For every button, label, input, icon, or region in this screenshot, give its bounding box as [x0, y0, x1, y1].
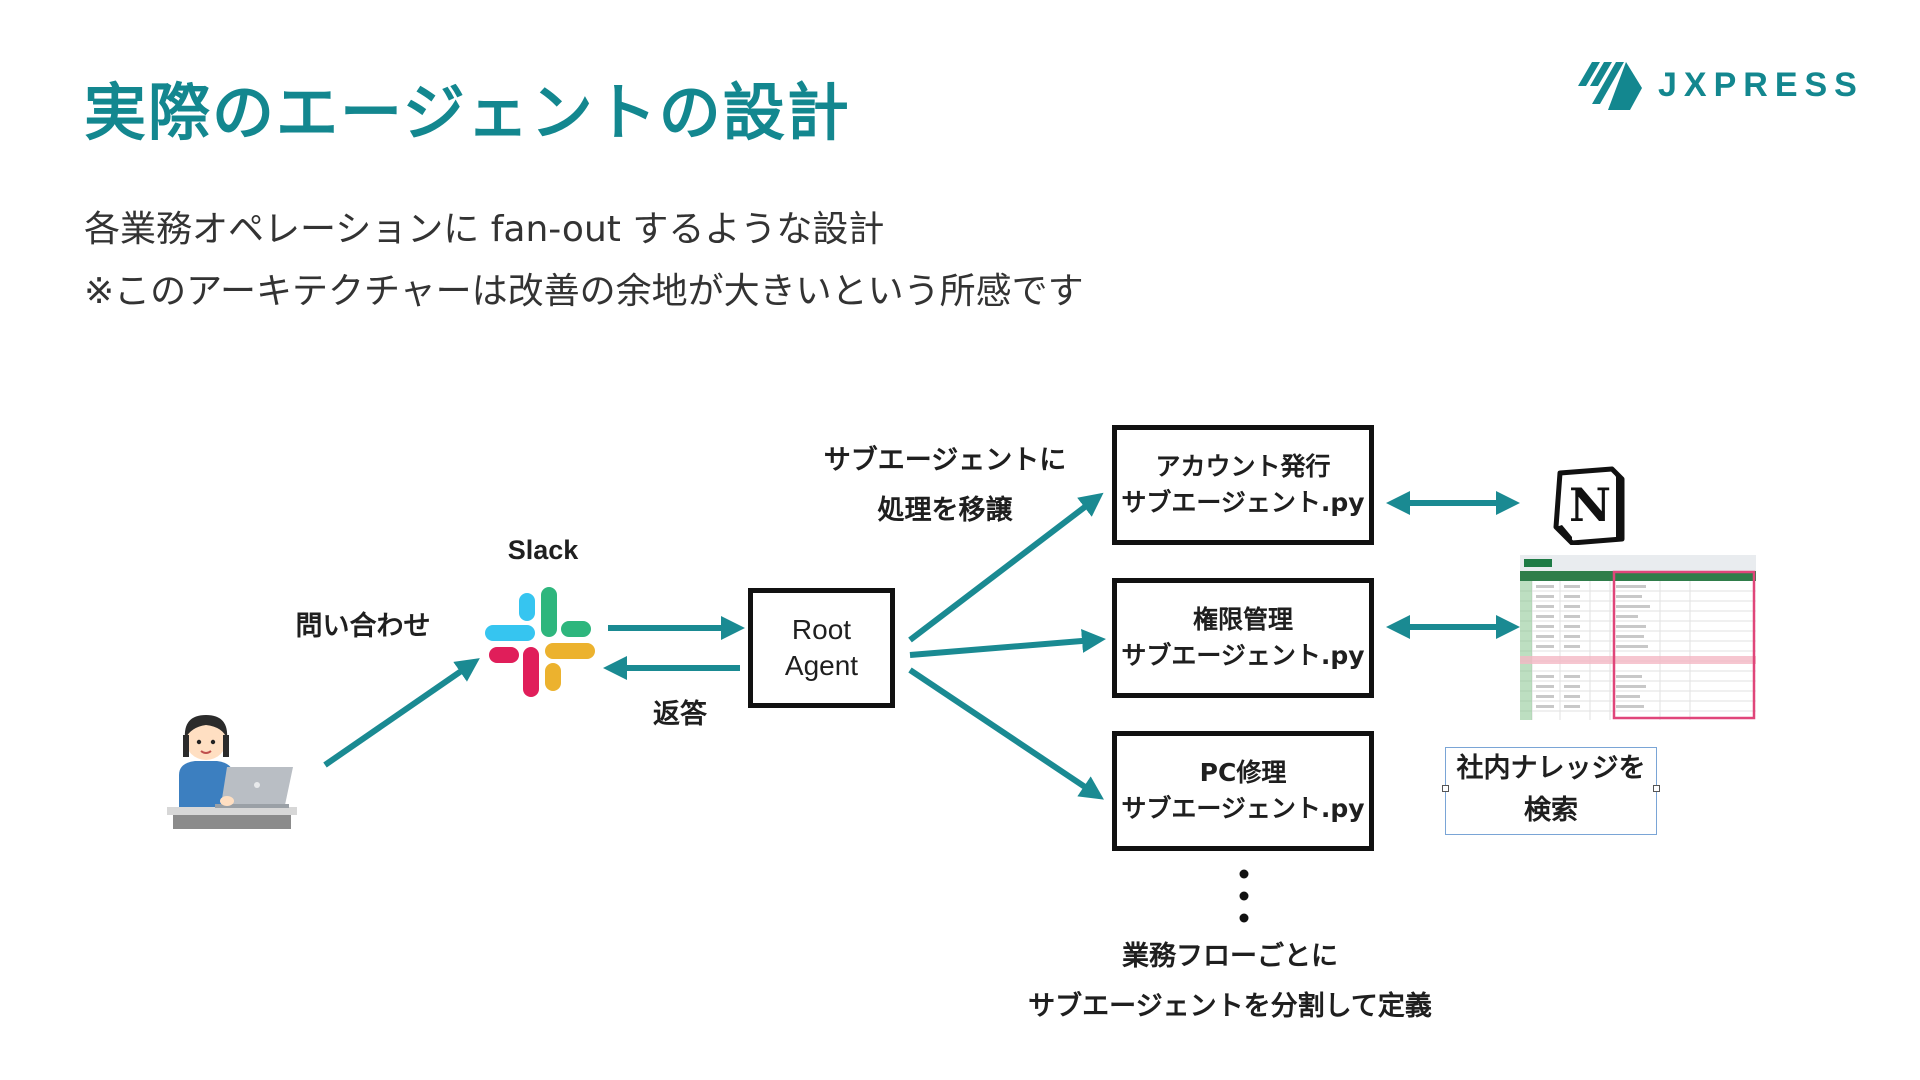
slack-icon	[483, 585, 597, 699]
resize-handle-left[interactable]	[1442, 785, 1449, 792]
notion-letter: N	[1568, 478, 1612, 532]
resize-handle-right[interactable]	[1653, 785, 1660, 792]
more-note: 業務フローごとに サブエージェントを分割して定義	[1000, 932, 1460, 1032]
subagent-box-pc: PC修理 サブエージェント.py	[1112, 731, 1374, 851]
root-agent-line2: Agent	[784, 650, 859, 681]
logo-text: JXPRESS	[1658, 66, 1864, 104]
subagent-account-line2: サブエージェント.py	[1121, 488, 1365, 517]
subagent-account-line1: アカウント発行	[1155, 452, 1331, 481]
spreadsheet-thumbnail	[1520, 555, 1756, 720]
subtitle-line-1: 各業務オペレーションに fan-out するような設計	[84, 209, 885, 250]
subagent-pc-line2: サブエージェント.py	[1121, 794, 1365, 823]
page-title: 実際のエージェントの設計	[84, 76, 851, 149]
knowledge-label-line2: 検索	[1524, 795, 1578, 826]
subagent-box-permission: 権限管理 サブエージェント.py	[1112, 578, 1374, 698]
reply-label: 返答	[653, 699, 707, 730]
inquiry-label: 問い合わせ	[295, 611, 431, 642]
more-note-line1: 業務フローごとに	[1122, 941, 1338, 972]
slack-label: Slack	[507, 535, 579, 565]
subagent-box-account: アカウント発行 サブエージェント.py	[1112, 425, 1374, 545]
subagent-permission-line1: 権限管理	[1192, 605, 1293, 634]
jxpress-logo-icon	[1578, 62, 1642, 110]
root-agent-box: Root Agent	[748, 588, 895, 708]
subagent-pc-line1: PC修理	[1199, 758, 1287, 787]
subagent-permission-line2: サブエージェント.py	[1121, 641, 1365, 670]
notion-icon: N	[1550, 465, 1628, 546]
knowledge-label-line1: 社内ナレッジを	[1456, 753, 1646, 784]
subtitle-line-2: ※このアーキテクチャーは改善の余地が大きいという所感です	[84, 271, 1084, 312]
delegate-label-line2: 処理を移譲	[877, 495, 1013, 526]
user-illustration	[165, 705, 300, 830]
delegate-label-line1: サブエージェントに	[823, 445, 1067, 476]
more-ellipsis-icon	[1238, 868, 1250, 924]
arrow-root-to-permission	[909, 629, 1106, 658]
arrow-root-to-account	[908, 492, 1104, 643]
knowledge-search-label: 社内ナレッジを 検索	[1442, 747, 1660, 835]
delegate-label: サブエージェントに 処理を移譲	[810, 436, 1080, 536]
arrow-user-to-slack	[323, 658, 480, 768]
company-logo: JXPRESS	[1578, 58, 1857, 114]
arrow-root-to-pc	[908, 667, 1104, 800]
more-note-line2: サブエージェントを分割して定義	[1028, 991, 1432, 1022]
root-agent-line1: Root	[791, 614, 852, 645]
